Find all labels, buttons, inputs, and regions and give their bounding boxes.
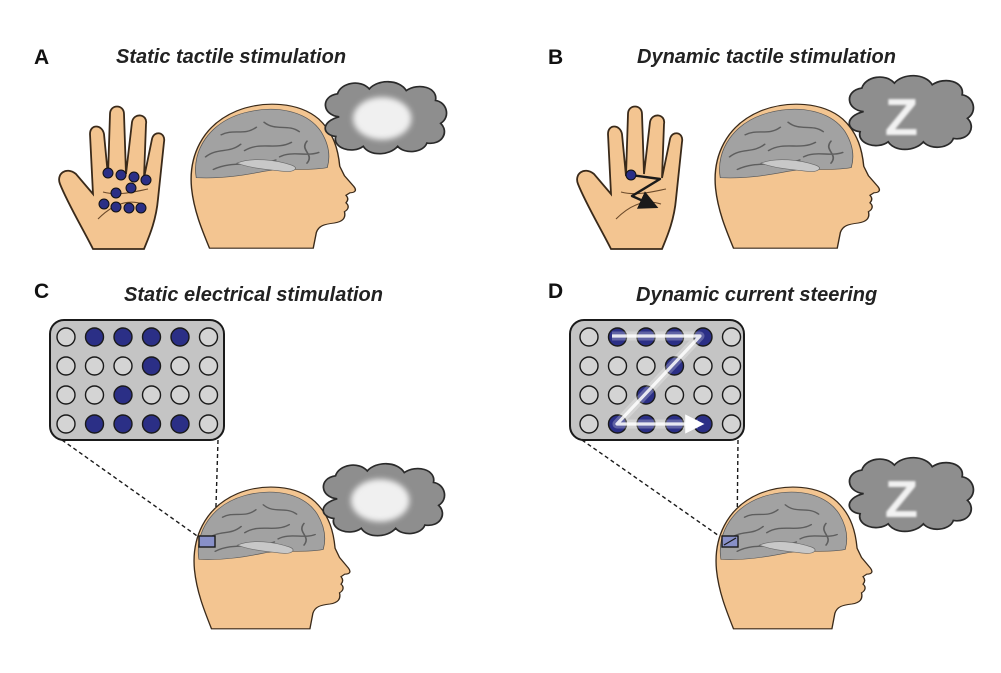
panel-b-title: Dynamic tactile stimulation <box>637 46 896 68</box>
grid-c-electrode <box>170 385 190 405</box>
grid-c-active-electrode <box>113 414 133 434</box>
grid-c-active-electrode <box>113 327 133 347</box>
zoom-lines-c <box>61 439 219 539</box>
grid-d-electrode <box>664 385 685 405</box>
grid-d-electrode <box>636 356 656 376</box>
grid-c-electrode <box>56 356 76 376</box>
grid-c-electrode <box>84 385 105 405</box>
panel-a-letter: A <box>34 46 50 69</box>
grid-d-electrode <box>579 327 599 347</box>
grid-c-electrode <box>56 385 76 405</box>
grid-c-electrode <box>141 385 162 405</box>
grid-d-electrode <box>607 385 628 405</box>
grid-c-electrode <box>84 356 105 376</box>
panel-c-letter: C <box>34 280 50 303</box>
grid-d-electrode <box>579 356 599 376</box>
tactile-dots-a <box>98 167 152 214</box>
implant-marker-c <box>198 535 216 548</box>
grid-d-electrode <box>579 385 599 405</box>
grid-c-electrode <box>56 414 76 434</box>
grid-c-active-electrode <box>170 414 190 434</box>
grid-d-electrode <box>721 385 742 405</box>
cloud-b: Z <box>848 74 975 151</box>
grid-c-electrode <box>113 356 133 376</box>
grid-c-active-electrode <box>170 327 190 347</box>
head-d <box>715 486 873 630</box>
grid-c-electrode <box>170 356 190 376</box>
grid-c-electrode <box>198 327 219 347</box>
grid-d-active-electrode <box>664 356 685 376</box>
panel-c-title: Static electrical stimulation <box>124 284 383 306</box>
grid-c-active-electrode <box>141 327 162 347</box>
cloud-c <box>322 462 446 537</box>
grid-d-electrode <box>721 414 742 434</box>
steering-z-path <box>612 334 705 434</box>
percept-z-d: Z <box>885 471 918 529</box>
panel-d-letter: D <box>548 280 564 303</box>
grid-d-electrode <box>721 327 742 347</box>
grid-c-electrode <box>198 385 219 405</box>
grid-d-electrode <box>693 385 713 405</box>
grid-d-electrode <box>607 356 628 376</box>
grid-d-electrode <box>721 356 742 376</box>
panel-b-letter: B <box>548 46 564 69</box>
percept-z-b: Z <box>885 89 918 147</box>
cloud-a <box>324 80 448 155</box>
panel-a-title: Static tactile stimulation <box>116 46 347 68</box>
cloud-d: Z <box>848 456 975 533</box>
tactile-z-path <box>625 169 662 209</box>
electrode-grid-d <box>569 319 745 441</box>
grid-c-active-electrode <box>141 356 162 376</box>
grid-c-active-electrode <box>141 414 162 434</box>
grid-c-electrode <box>198 414 219 434</box>
implant-marker-d <box>721 535 739 548</box>
grid-c-electrode <box>56 327 76 347</box>
grid-c-active-electrode <box>113 385 133 405</box>
panel-d-title: Dynamic current steering <box>636 284 878 306</box>
grid-d-electrode <box>579 414 599 434</box>
grid-c-active-electrode <box>84 327 105 347</box>
electrode-grid-c <box>49 319 225 441</box>
grid-c-active-electrode <box>84 414 105 434</box>
zoom-lines-d <box>581 439 739 539</box>
grid-c-electrode <box>198 356 219 376</box>
grid-d-electrode <box>693 356 713 376</box>
